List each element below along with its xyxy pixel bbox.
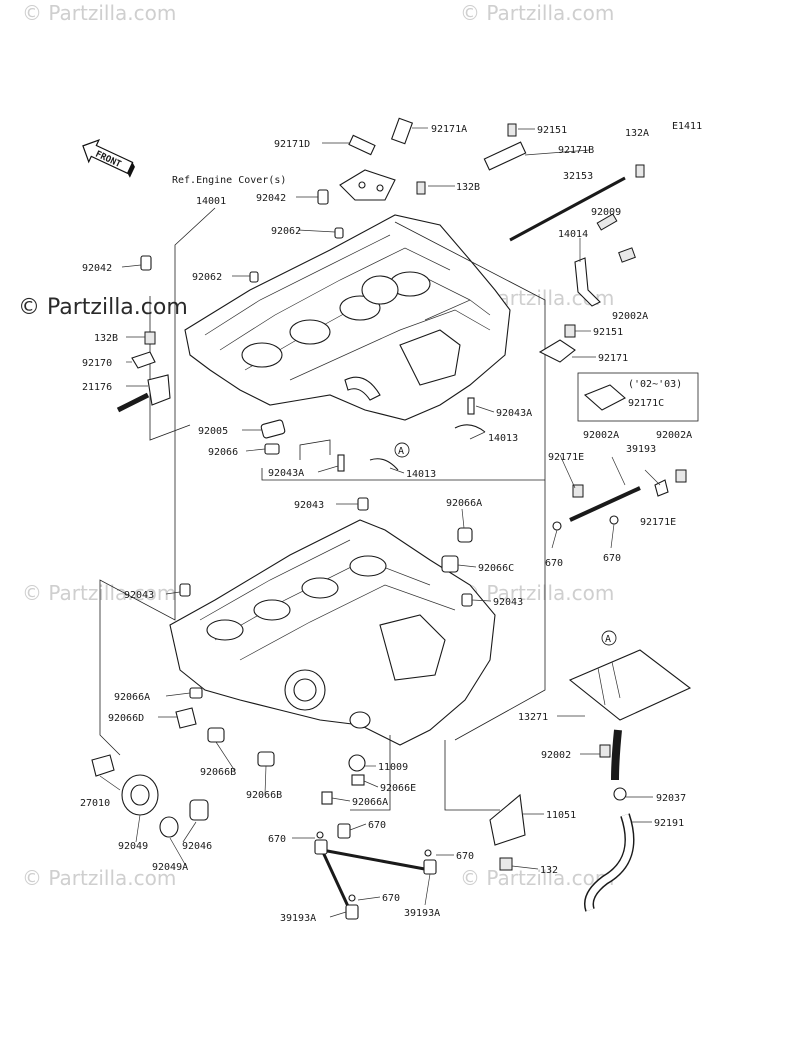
part-label: 92043 [294, 500, 324, 511]
leader-lines [99, 127, 661, 918]
part-label: 39193A [404, 908, 440, 919]
part-label: 92062 [271, 226, 301, 237]
part-label: 92043 [493, 597, 523, 608]
part-label: 14013 [488, 433, 518, 444]
part-label: 670 [368, 820, 386, 831]
part-labels: 92171A 92151 132A 92171D 92171B 132B 321… [80, 124, 692, 924]
svg-text:A: A [605, 634, 611, 645]
part-label: 92043 [124, 590, 154, 601]
part-label: 92171E [548, 452, 584, 463]
part-label: 39193 [626, 444, 656, 455]
lower-crankcase [169, 519, 496, 746]
callout-a-lower: A [601, 630, 617, 646]
bracket-11051 [489, 793, 526, 846]
part-label: 92191 [654, 818, 684, 829]
part-label: 32153 [563, 171, 593, 182]
part-label: 132B [94, 333, 118, 344]
part-label: 670 [603, 553, 621, 564]
small-parts [91, 117, 692, 920]
part-label: 670 [456, 851, 474, 862]
svg-text:A: A [398, 446, 404, 457]
sensor-21176 [147, 374, 171, 406]
part-label: 11051 [546, 810, 576, 821]
upper-crankcase [184, 214, 511, 421]
year-note: ('02~'03) [628, 379, 682, 390]
watermark: © Partzilla.com [460, 866, 614, 890]
part-label: 92151 [537, 125, 567, 136]
part-label: 92066A [114, 692, 150, 703]
bracket-92171B [483, 141, 527, 171]
part-label: 670 [382, 893, 400, 904]
part-label: 39193A [280, 913, 316, 924]
plug-27010 [91, 754, 115, 777]
part-label: 92066B [200, 767, 236, 778]
part-label: 92002A [656, 430, 692, 441]
watermark: © Partzilla.com [22, 581, 176, 605]
part-label: 92066A [352, 797, 388, 808]
part-label: 13271 [518, 712, 548, 723]
part-label: 92171C [628, 398, 664, 409]
diagram-code: E1411 [672, 121, 702, 132]
part-label: 92171A [431, 124, 467, 135]
part-label: 92049A [152, 862, 188, 873]
part-label: 92170 [82, 358, 112, 369]
reference-lines [99, 207, 546, 811]
bracket-92171A [390, 117, 414, 145]
part-label: 92002A [583, 430, 619, 441]
ref-note: Ref.Engine Cover(s) [172, 175, 286, 186]
watermark-main: © Partzilla.com [18, 295, 188, 320]
part-label: 92171D [274, 139, 310, 150]
part-label: 92002 [541, 750, 571, 761]
part-label: 670 [545, 558, 563, 569]
part-label: 92171E [640, 517, 676, 528]
watermark: © Partzilla.com [22, 866, 176, 890]
part-label: 92037 [656, 793, 686, 804]
part-label: 132A [625, 128, 649, 139]
part-label: 21176 [82, 382, 112, 393]
part-label: 14014 [558, 229, 588, 240]
part-label: 92043A [268, 468, 304, 479]
part-label: 92171B [558, 145, 594, 156]
part-label: 92066D [108, 713, 144, 724]
part-label: 92005 [198, 426, 228, 437]
part-label: 132 [540, 865, 558, 876]
part-label: 92066 [208, 447, 238, 458]
part-label: 92066C [478, 563, 514, 574]
part-label: 92042 [82, 263, 112, 274]
part-label: 92046 [182, 841, 212, 852]
part-label: 92062 [192, 272, 222, 283]
watermark: © Partzilla.com [460, 1, 614, 25]
part-label: 11009 [378, 762, 408, 773]
part-label: 92066E [380, 783, 416, 794]
o-ring-11009 [348, 754, 366, 772]
year-note-box [577, 372, 699, 422]
part-label: 92042 [256, 193, 286, 204]
engine-cover-ref [339, 169, 396, 201]
part-label: 14013 [406, 469, 436, 480]
part-label: 92171 [598, 353, 628, 364]
part-label: 92009 [591, 207, 621, 218]
oil-screen-13271 [568, 649, 692, 721]
part-label: 670 [268, 834, 286, 845]
part-label: 92151 [593, 327, 623, 338]
watermarks: © Partzilla.com © Partzilla.com © Partzi… [18, 1, 614, 890]
part-label: 132B [456, 182, 480, 193]
part-label: 92002A [612, 311, 648, 322]
part-label: 27010 [80, 798, 110, 809]
callout-a-upper: A [394, 442, 410, 458]
part-label: 92066B [246, 790, 282, 801]
part-label: 14001 [196, 196, 226, 207]
bracket-14014 [574, 257, 601, 307]
part-label: 92049 [118, 841, 148, 852]
part-label: 92066A [446, 498, 482, 509]
watermark: © Partzilla.com [22, 1, 176, 25]
part-label: 92043A [496, 408, 532, 419]
front-arrow-icon: FRONT [82, 139, 135, 178]
